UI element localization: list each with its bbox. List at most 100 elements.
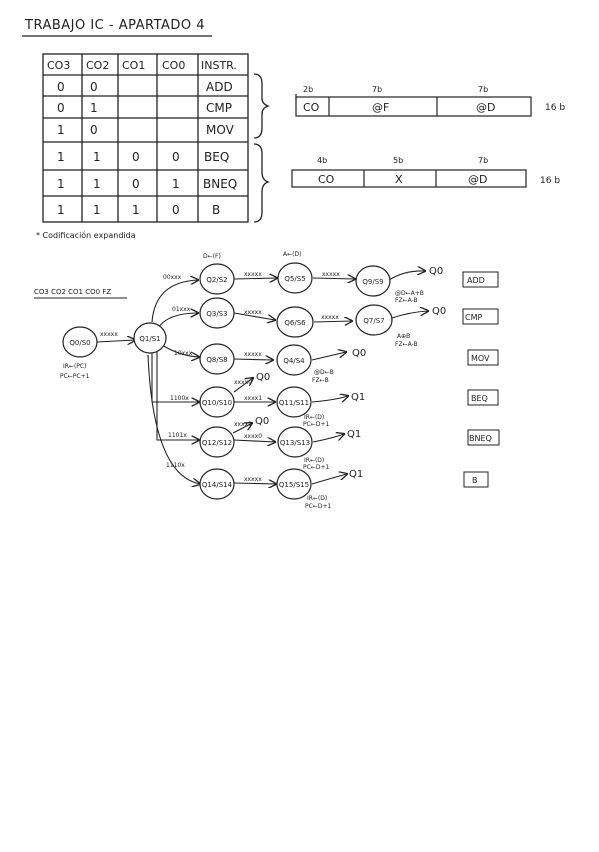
state-circle	[62, 326, 98, 358]
transition-label: xxxxx	[100, 331, 118, 338]
edge	[311, 352, 346, 361]
state-action: @D←A+B	[395, 290, 424, 297]
format-width: 5b	[393, 156, 403, 165]
state-diagram: CO3 CO2 CO1 CO0 FZ	[34, 251, 500, 510]
format-width: 7b	[478, 85, 488, 94]
table-cell: 1	[57, 123, 65, 137]
edge	[156, 352, 199, 440]
edge	[311, 474, 347, 485]
format-width: 7b	[372, 85, 382, 94]
table-cell: 1	[172, 177, 180, 191]
transition-label: 10xxx	[174, 350, 193, 357]
edge	[157, 313, 198, 329]
next-state-label: Q1	[347, 429, 361, 440]
edge	[232, 423, 252, 434]
legend-item: BEQ	[471, 394, 488, 403]
next-state-label: Q0	[432, 306, 446, 317]
table-header-cell: CO1	[122, 59, 145, 72]
table-header-row: CO3 CO2 CO1 CO0 INSTR.	[47, 59, 237, 72]
edge	[233, 440, 275, 442]
state-circle	[199, 426, 235, 458]
transition-label: xxxx1	[234, 421, 252, 428]
state-circle	[199, 297, 235, 329]
state-circle	[276, 344, 312, 376]
state-circle	[276, 468, 312, 500]
format-1: 2b 7b 7b CO @F @D 16 b	[295, 85, 565, 117]
state-label: Q13/S13	[280, 439, 310, 447]
table-header-cell: CO2	[86, 59, 109, 72]
state-action: PC←D+1	[303, 464, 329, 471]
format-2: 4b 5b 7b CO X @D 16 b	[291, 156, 560, 188]
state-label: Q9/S9	[362, 278, 383, 286]
next-state-label: Q1	[349, 469, 363, 480]
transition-label: xxxxx	[322, 271, 340, 278]
format-field: X	[395, 173, 403, 186]
state-circle	[199, 386, 235, 418]
state-label: Q11/S11	[279, 399, 309, 407]
state-action: PC←D+1	[305, 503, 331, 510]
table-cell: 0	[132, 177, 140, 191]
table-cell: 1	[90, 101, 98, 115]
page-title: TRABAJO IC - APARTADO 4	[24, 18, 205, 33]
transition-label: 00xxx	[163, 274, 182, 281]
transition-label: 01xxx	[172, 306, 191, 313]
state-label: Q0/S0	[69, 339, 90, 347]
table-cell: 0	[57, 101, 65, 115]
table-cell: 0	[172, 150, 180, 164]
format-field: @F	[372, 101, 389, 114]
state-action: FZ←B	[312, 377, 329, 384]
edge	[151, 280, 198, 323]
state-action: IR←(D)	[307, 495, 327, 502]
transition-label: xxxx1	[244, 395, 262, 402]
format-total: 16 b	[545, 103, 565, 113]
brace-group-2	[253, 143, 271, 223]
table-cell: BNEQ	[203, 177, 237, 191]
state-label: Q7/S7	[363, 317, 384, 325]
table-cell: 1	[93, 150, 101, 164]
state-label: Q8/S8	[206, 356, 227, 364]
edge	[311, 396, 348, 403]
state-action: IR←(D)	[304, 414, 324, 421]
state-label: Q15/S15	[279, 481, 309, 489]
edge	[161, 344, 199, 357]
table-cell: 1	[57, 203, 65, 217]
state-label: Q3/S3	[206, 310, 227, 318]
state-action: FZ←A-B	[395, 297, 418, 304]
transition-label: xxxxx	[244, 309, 262, 316]
transition-label: xxxxx	[321, 314, 339, 321]
table-body: 0 0 ADD 0 1 CMP 1 0 MOV 1 1 0 0 BEQ 1 1 …	[57, 80, 237, 217]
state-circle	[199, 263, 235, 295]
brace-group-1	[253, 73, 271, 139]
edge	[233, 378, 253, 393]
table-cell: 1	[93, 203, 101, 217]
state-action: FZ←A-B	[395, 341, 418, 348]
table-header-cell: CO0	[162, 59, 185, 72]
state-circle	[199, 343, 235, 375]
edge	[312, 278, 355, 279]
edge	[391, 311, 428, 319]
edge	[233, 359, 273, 360]
state-circle	[277, 262, 313, 294]
edge	[147, 354, 200, 484]
state-label: Q4/S4	[283, 357, 305, 365]
legend-item: ADD	[467, 276, 485, 285]
edge	[313, 321, 352, 322]
table-cell: 0	[132, 150, 140, 164]
table-cell: 0	[172, 203, 180, 217]
transition-label: 1101x	[168, 432, 187, 439]
next-state-label: Q0	[255, 416, 269, 427]
format-total: 16 b	[540, 176, 560, 186]
transition-label: xxxx0	[244, 433, 262, 440]
edge	[233, 312, 275, 320]
legend-item: MOV	[471, 354, 490, 363]
edge	[388, 271, 425, 281]
table-cell: 0	[57, 80, 65, 94]
legend-item: B	[472, 476, 478, 485]
legend-item: CMP	[465, 313, 482, 322]
transition-label: xxxxx	[244, 271, 262, 278]
state-circle	[355, 265, 391, 297]
transition-label: xxxxx	[244, 351, 262, 358]
format-field: CO	[303, 101, 320, 114]
transition-label: 1100x	[170, 395, 189, 402]
